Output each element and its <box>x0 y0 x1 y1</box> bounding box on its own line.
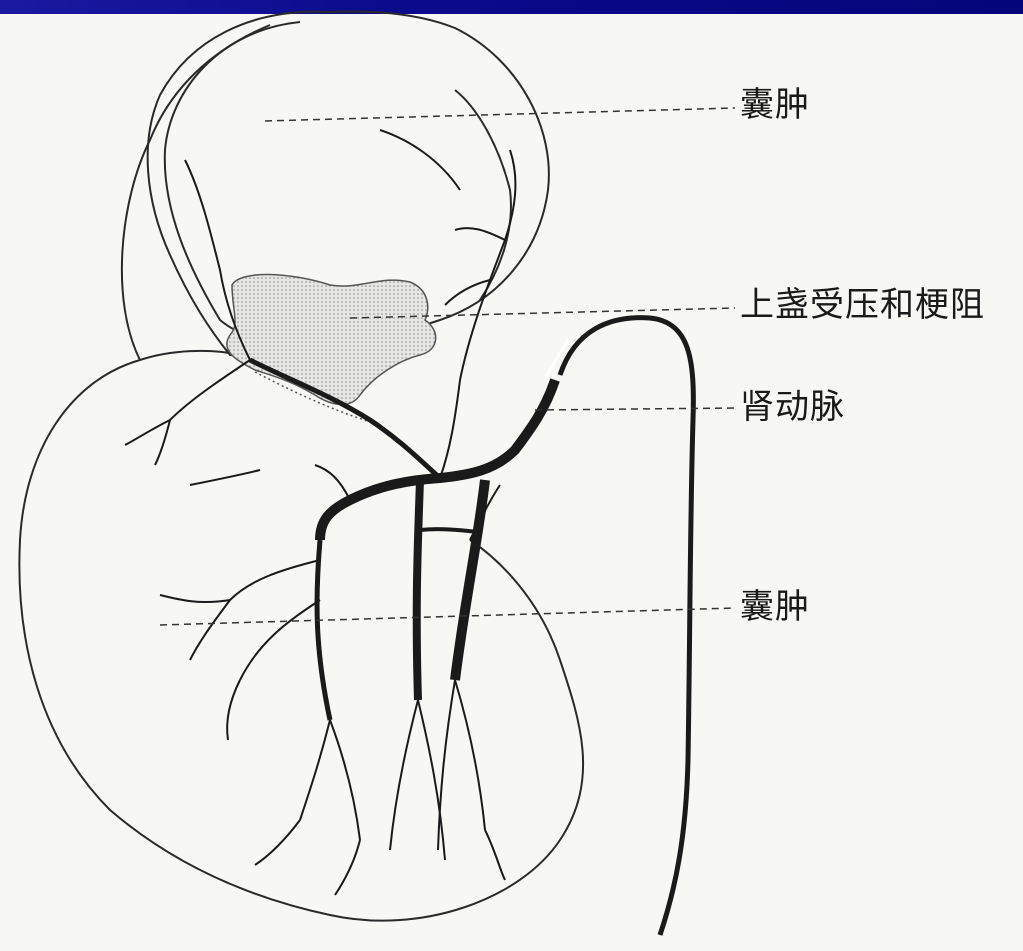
artery-segment-b <box>455 480 485 680</box>
cyst-bottom-label: 囊肿 <box>740 590 810 624</box>
renal-artery-trunk <box>560 318 693 935</box>
fine-vessels <box>125 130 515 895</box>
artery-crossbar <box>420 529 478 532</box>
cyst-top-label: 囊肿 <box>740 88 810 122</box>
leader-lines <box>160 108 735 625</box>
renal-artery-main <box>320 380 555 540</box>
lower-cyst-outline <box>19 25 583 921</box>
artery-segment-a <box>417 480 420 700</box>
artery-segment-c <box>317 540 330 720</box>
calyx-compression-label: 上盏受压和梗阻 <box>740 288 985 322</box>
upper-calyx <box>227 274 436 404</box>
renal-artery-label: 肾动脉 <box>740 390 845 424</box>
